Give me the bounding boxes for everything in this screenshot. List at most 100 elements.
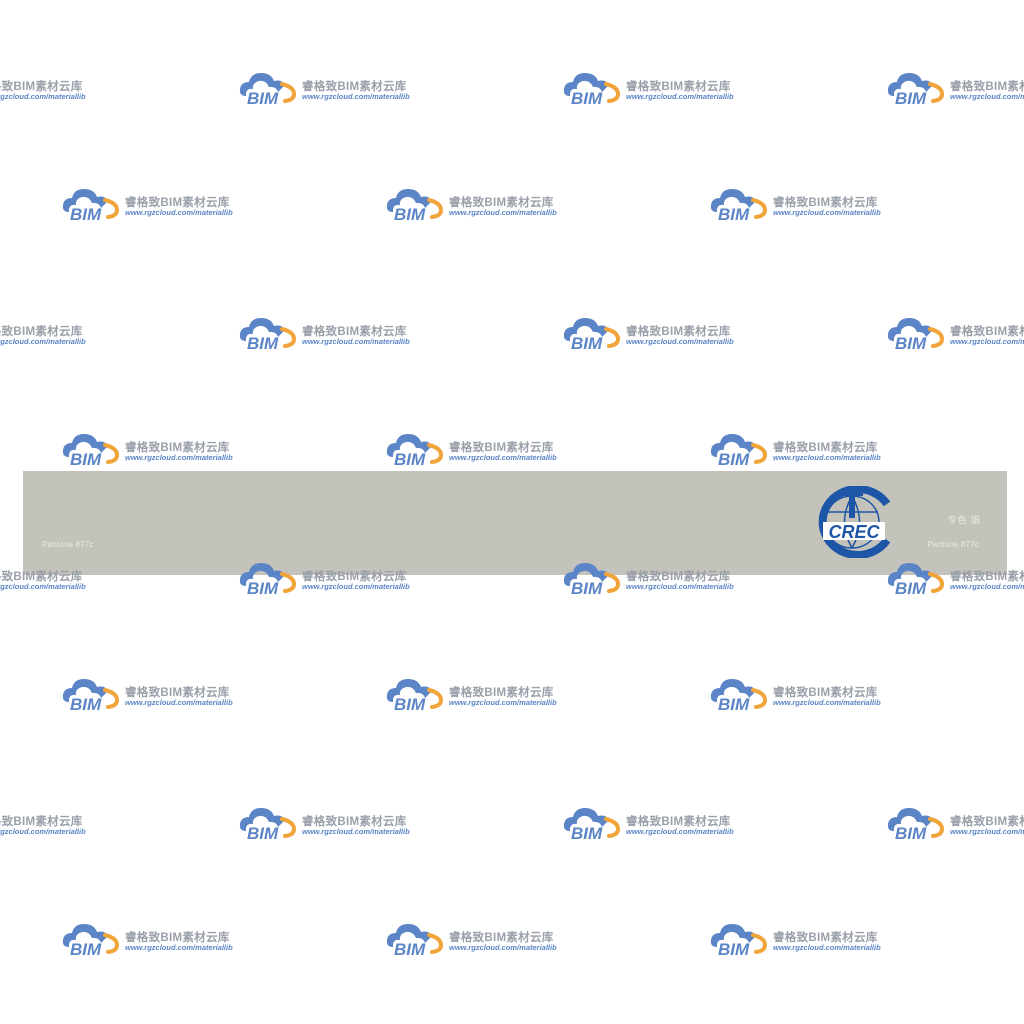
svg-text:BIM: BIM	[247, 824, 279, 841]
watermark-url: www.rgzcloud.com/materiallib	[0, 827, 86, 836]
watermark-title: 睿格致BIM素材云库	[773, 442, 878, 454]
watermark-tile: BIM睿格致BIM素材云库www.rgzcloud.com/materialli…	[886, 805, 1024, 845]
watermark-title: 睿格致BIM素材云库	[302, 326, 407, 338]
watermark-url: www.rgzcloud.com/materiallib	[302, 582, 410, 591]
bim-cloud-icon: BIM	[563, 318, 621, 351]
watermark-title: 睿格致BIM素材云库	[125, 687, 230, 699]
svg-text:BIM: BIM	[571, 824, 603, 841]
watermark-url: www.rgzcloud.com/materiallib	[950, 827, 1024, 836]
watermark-url: www.rgzcloud.com/materiallib	[626, 827, 734, 836]
bim-cloud-icon: BIM	[62, 679, 120, 712]
watermark-url: www.rgzcloud.com/materiallib	[773, 698, 881, 707]
watermark-url: www.rgzcloud.com/materiallib	[0, 582, 86, 591]
watermark-title: 睿格致BIM素材云库	[626, 816, 731, 828]
watermark-title: 睿格致BIM素材云库	[773, 687, 878, 699]
watermark-title: 睿格致BIM素材云库	[302, 816, 407, 828]
watermark-url: www.rgzcloud.com/materiallib	[125, 943, 233, 952]
watermark-title: 睿格致BIM素材云库	[125, 197, 230, 209]
svg-text:BIM: BIM	[718, 940, 750, 957]
bim-cloud-icon: BIM	[239, 73, 297, 106]
logo-text: CREC	[828, 522, 880, 542]
svg-text:BIM: BIM	[394, 450, 426, 467]
bim-cloud-icon: BIM	[563, 73, 621, 106]
watermark-tile: BIM睿格致BIM素材云库www.rgzcloud.com/materialli…	[0, 805, 114, 845]
bim-cloud-icon: BIM	[239, 318, 297, 351]
svg-text:BIM: BIM	[247, 89, 279, 106]
bim-cloud-icon: BIM	[386, 924, 444, 957]
bim-cloud-icon: BIM	[62, 924, 120, 957]
watermark-title: 睿格致BIM素材云库	[950, 326, 1024, 338]
svg-text:BIM: BIM	[394, 205, 426, 222]
watermark-url: www.rgzcloud.com/materiallib	[125, 453, 233, 462]
watermark-title: 睿格致BIM素材云库	[626, 326, 731, 338]
bim-cloud-icon: BIM	[386, 679, 444, 712]
color-label: 专色 银	[947, 515, 981, 525]
watermark-title: 睿格致BIM素材云库	[125, 442, 230, 454]
watermark-url: www.rgzcloud.com/materiallib	[302, 827, 410, 836]
watermark-url: www.rgzcloud.com/materiallib	[626, 582, 734, 591]
watermark-title: 睿格致BIM素材云库	[626, 81, 731, 93]
bim-cloud-icon: BIM	[62, 189, 120, 222]
svg-text:BIM: BIM	[70, 450, 102, 467]
crec-logo: CREC	[818, 486, 891, 558]
watermark-url: www.rgzcloud.com/materiallib	[950, 92, 1024, 101]
watermark-url: www.rgzcloud.com/materiallib	[626, 337, 734, 346]
bim-cloud-icon: BIM	[710, 924, 768, 957]
bim-cloud-icon: BIM	[710, 434, 768, 467]
svg-text:BIM: BIM	[718, 450, 750, 467]
bim-cloud-icon: BIM	[62, 434, 120, 467]
svg-text:BIM: BIM	[895, 334, 927, 351]
svg-text:BIM: BIM	[394, 695, 426, 712]
watermark-title: 睿格致BIM素材云库	[0, 326, 83, 338]
watermark-title: 睿格致BIM素材云库	[449, 197, 554, 209]
svg-text:BIM: BIM	[895, 89, 927, 106]
svg-text:BIM: BIM	[571, 334, 603, 351]
watermark-url: www.rgzcloud.com/materiallib	[773, 208, 881, 217]
watermark-title: 睿格致BIM素材云库	[449, 932, 554, 944]
watermark-url: www.rgzcloud.com/materiallib	[449, 943, 557, 952]
watermark-url: www.rgzcloud.com/materiallib	[773, 453, 881, 462]
bim-cloud-icon: BIM	[887, 808, 945, 841]
watermark-url: www.rgzcloud.com/materiallib	[302, 337, 410, 346]
svg-text:BIM: BIM	[70, 205, 102, 222]
bim-cloud-icon: BIM	[563, 808, 621, 841]
svg-text:BIM: BIM	[571, 579, 603, 596]
pantone-label-right: Pantone 877c	[927, 540, 979, 549]
watermark-title: 睿格致BIM素材云库	[950, 81, 1024, 93]
svg-text:BIM: BIM	[394, 940, 426, 957]
watermark-url: www.rgzcloud.com/materiallib	[950, 337, 1024, 346]
svg-text:BIM: BIM	[571, 89, 603, 106]
watermark-url: www.rgzcloud.com/materiallib	[0, 337, 86, 346]
watermark-title: 睿格致BIM素材云库	[449, 442, 554, 454]
watermark-url: www.rgzcloud.com/materiallib	[449, 208, 557, 217]
watermark-title: 睿格致BIM素材云库	[773, 932, 878, 944]
watermark-title: 睿格致BIM素材云库	[125, 932, 230, 944]
bim-cloud-icon: BIM	[386, 434, 444, 467]
watermark-title: 睿格致BIM素材云库	[449, 687, 554, 699]
watermark-title: 睿格致BIM素材云库	[302, 81, 407, 93]
watermark-url: www.rgzcloud.com/materiallib	[125, 698, 233, 707]
svg-text:BIM: BIM	[247, 334, 279, 351]
svg-text:BIM: BIM	[895, 579, 927, 596]
watermark-tile: BIM睿格致BIM素材云库www.rgzcloud.com/materialli…	[0, 315, 114, 355]
svg-text:BIM: BIM	[718, 695, 750, 712]
watermark-title: 睿格致BIM素材云库	[773, 197, 878, 209]
pantone-label-left: Pantone 877c	[42, 540, 94, 549]
bim-cloud-icon: BIM	[710, 679, 768, 712]
bim-cloud-icon: BIM	[386, 189, 444, 222]
